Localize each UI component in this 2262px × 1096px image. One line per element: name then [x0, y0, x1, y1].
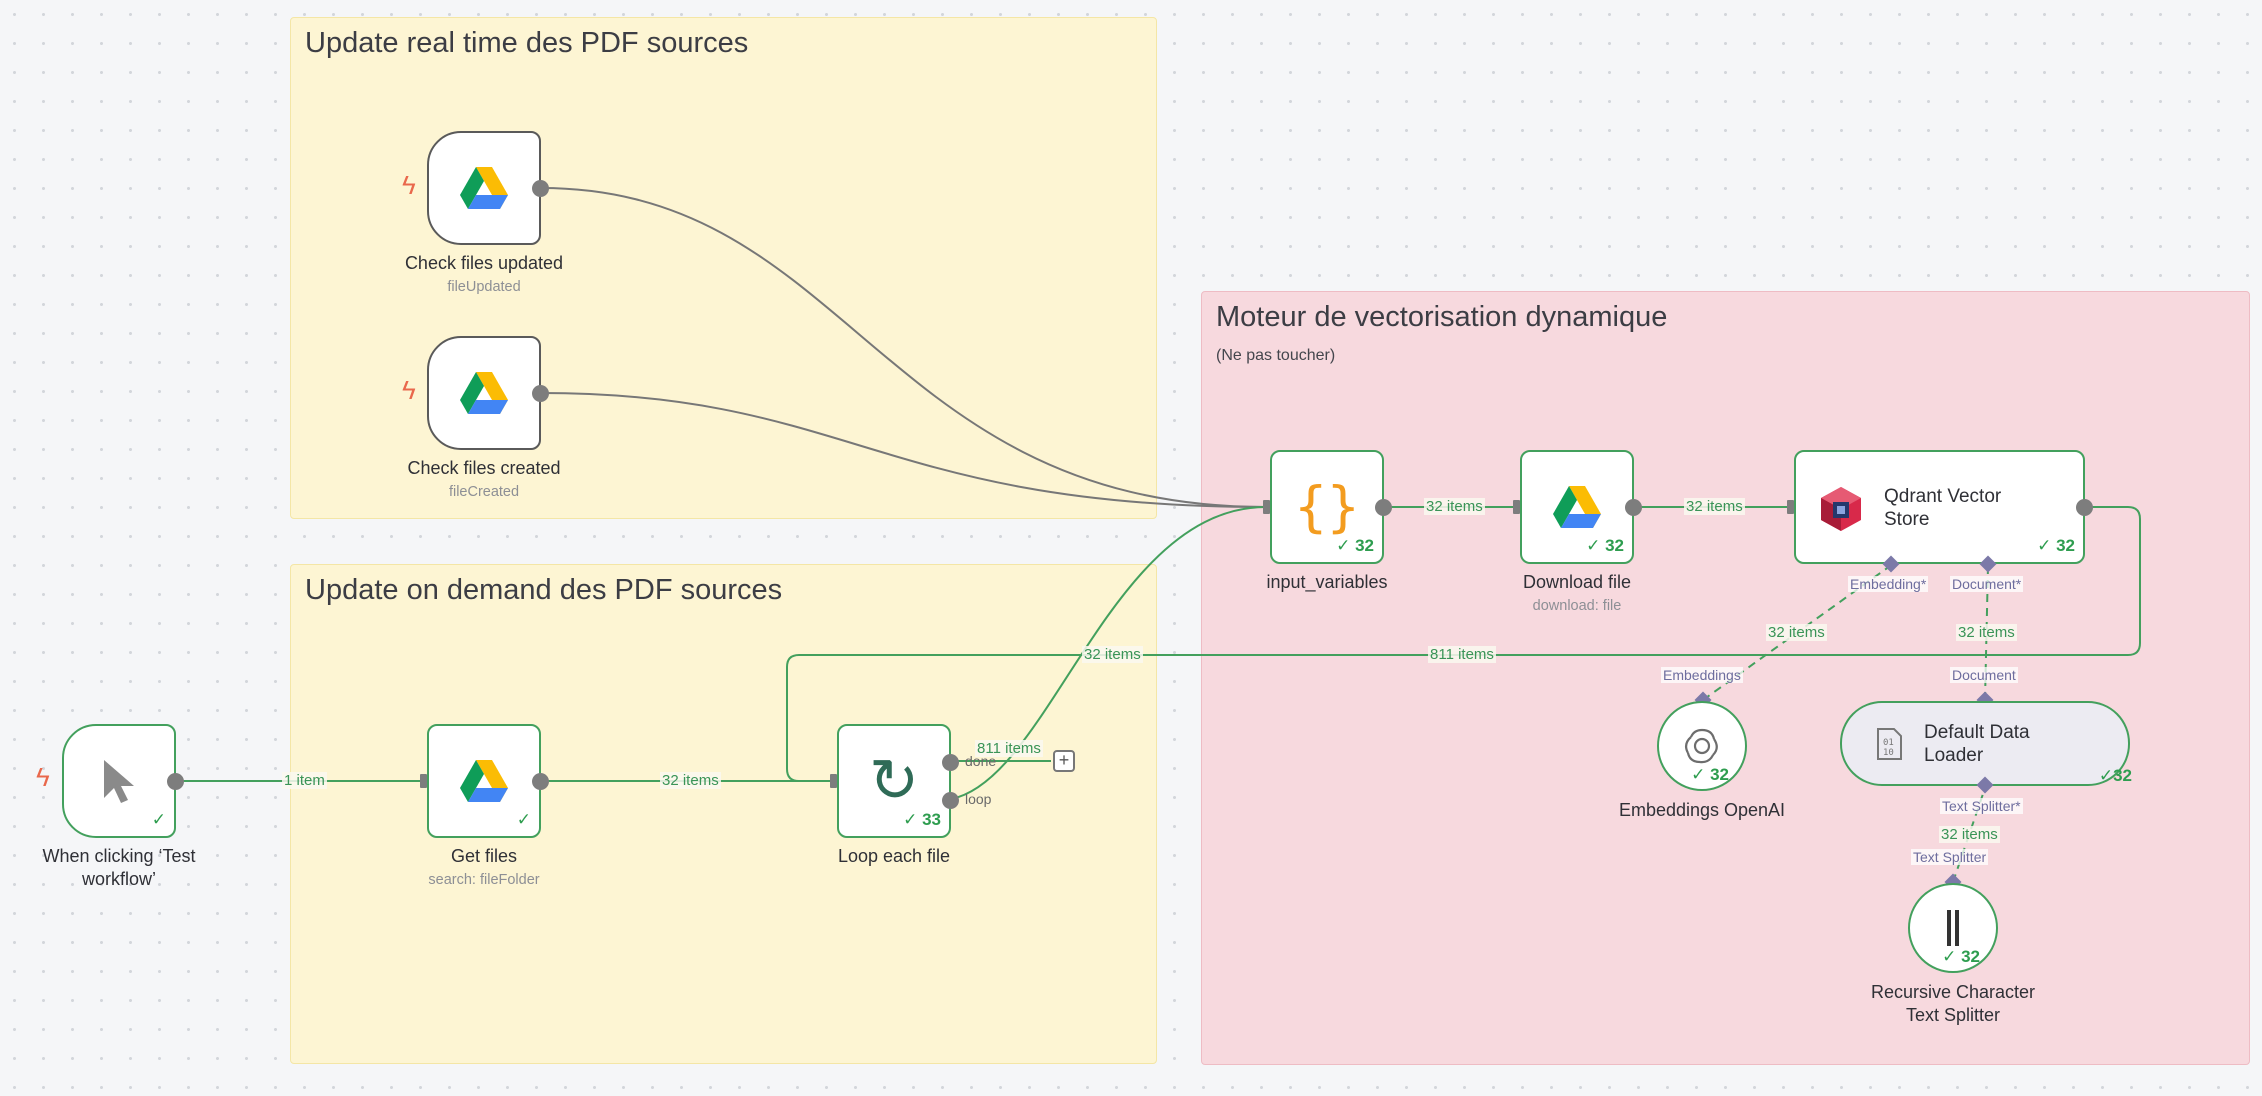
node-manual-trigger[interactable]: ✓: [62, 724, 184, 838]
success-check-icon: ✓ 32: [1942, 947, 1980, 966]
node-download-file[interactable]: ✓ 32: [1513, 450, 1642, 564]
edge-check-created-to-input: [540, 392, 1267, 508]
run-count: 32: [1355, 536, 1374, 555]
success-check-icon: ✓ 32: [1691, 765, 1729, 784]
success-check-icon: ✓ 32: [1336, 536, 1374, 555]
google-drive-icon: [460, 167, 508, 209]
port-label-embedding: Embedding*: [1848, 576, 1929, 592]
run-count: 32: [1605, 536, 1624, 555]
node-default-data-loader-label: Default Data Loader: [1924, 722, 2030, 766]
port-label-document: Document*: [1950, 576, 2024, 592]
success-check-icon: ✓32: [2098, 766, 2132, 785]
output-handle[interactable]: [532, 180, 549, 197]
node-manual-trigger-label: When clicking ‘Test workflow’: [42, 846, 196, 889]
edge-check-updated-to-input: [540, 187, 1267, 508]
output-label-loop: loop: [965, 791, 992, 807]
port-label-embeddings: Embeddings: [1661, 667, 1743, 683]
input-port[interactable]: [1787, 500, 1794, 514]
node-get-files[interactable]: ✓: [420, 724, 549, 838]
success-check-icon: ✓ 32: [2037, 536, 2075, 555]
node-qdrant-label: Qdrant Vector Store: [1884, 486, 2002, 530]
sticky-engine-subtitle: (Ne pas toucher): [1216, 347, 1336, 364]
output-handle[interactable]: [532, 773, 549, 790]
output-handle[interactable]: [167, 773, 184, 790]
node-embeddings-openai-label: Embeddings OpenAI: [1618, 800, 1786, 820]
output-handle[interactable]: [1375, 499, 1392, 516]
loop-output-handle[interactable]: [942, 792, 959, 809]
run-count: 32: [1710, 765, 1729, 784]
edge-label-splitter: 32 items: [1939, 826, 2000, 843]
input-port[interactable]: [1513, 500, 1520, 514]
input-port[interactable]: [420, 774, 427, 788]
svg-text:10: 10: [1883, 748, 1894, 758]
output-handle[interactable]: [1625, 499, 1642, 516]
node-get-files-sub: search: fileFolder: [428, 872, 540, 888]
node-check-files-created[interactable]: [427, 336, 549, 450]
input-port[interactable]: [830, 774, 837, 788]
qdrant-icon: [1820, 486, 1862, 537]
node-loop-each-file[interactable]: ↻ ✓ 33: [830, 724, 959, 838]
output-handle[interactable]: [2076, 499, 2093, 516]
edge-label-loader: 32 items: [1956, 624, 2017, 641]
cursor-icon: [102, 758, 136, 804]
node-check-files-updated[interactable]: [427, 131, 549, 245]
text-splitter-icon: [1943, 908, 1963, 948]
success-check-icon: ✓: [151, 810, 166, 829]
port-label-document-in: Document: [1950, 667, 2018, 683]
success-check-icon: ✓: [516, 810, 531, 829]
node-input-variables[interactable]: {} ✓ 32: [1263, 450, 1392, 564]
edge-loop-loop-to-input: [950, 506, 1267, 800]
trigger-bolt-icon: ϟ: [36, 762, 50, 792]
output-handle[interactable]: [532, 385, 549, 402]
run-count: 33: [922, 810, 941, 829]
add-node-button[interactable]: +: [1053, 750, 1075, 772]
port-label-text-splitter: Text Splitter: [1911, 849, 1989, 865]
node-download-file-sub: download: file: [1532, 598, 1622, 614]
edge-label-get-to-loop: 32 items: [660, 772, 721, 789]
node-recursive-text-splitter[interactable]: ✓ 32: [1908, 883, 1998, 973]
edge-label-embeddings: 32 items: [1766, 624, 1827, 641]
run-count: 32: [1961, 947, 1980, 966]
edge-label-trigger-to-get: 1 item: [282, 772, 327, 789]
node-download-file-label: Download file: [1522, 572, 1632, 592]
node-loop-each-file-label: Loop each file: [837, 846, 951, 866]
node-check-files-updated-sub: fileUpdated: [447, 279, 521, 295]
trigger-bolt-icon: ϟ: [402, 170, 416, 200]
success-check-icon: ✓ 32: [1586, 536, 1624, 555]
sticky-realtime-title: Update real time des PDF sources: [305, 27, 749, 59]
node-recursive-text-splitter-label: Recursive Character Text Splitter: [1870, 982, 2036, 1025]
edge-label-input-to-download: 32 items: [1424, 498, 1485, 515]
input-port[interactable]: [1263, 500, 1270, 514]
node-check-files-updated-label: Check files updated: [404, 253, 564, 273]
node-get-files-label: Get files: [450, 846, 518, 866]
node-embeddings-openai[interactable]: ✓ 32: [1657, 701, 1747, 791]
google-drive-icon: [460, 760, 508, 802]
google-drive-icon: [1553, 486, 1601, 528]
sticky-ondemand-title: Update on demand des PDF sources: [305, 574, 783, 606]
trigger-bolt-icon: ϟ: [402, 375, 416, 405]
node-check-files-created-label: Check files created: [407, 458, 561, 478]
sticky-engine-title: Moteur de vectorisation dynamique: [1216, 301, 1668, 333]
edge-label-download-to-qdrant: 32 items: [1684, 498, 1745, 515]
curly-braces-icon: {}: [1294, 475, 1360, 539]
openai-icon: [1682, 726, 1722, 766]
google-drive-icon: [460, 372, 508, 414]
edge-label-loop-to-input: 32 items: [1082, 646, 1143, 663]
done-output-handle[interactable]: [942, 754, 959, 771]
edge-label-loop-done: 811 items: [975, 740, 1043, 757]
success-check-icon: ✓ 33: [903, 810, 941, 829]
node-qdrant-vector-store[interactable]: Qdrant Vector Store ✓ 32: [1787, 450, 2093, 564]
port-label-text-splitter-in: Text Splitter*: [1940, 798, 2023, 814]
svg-text:01: 01: [1883, 738, 1894, 748]
run-count: 32: [2056, 536, 2075, 555]
node-check-files-created-sub: fileCreated: [448, 484, 520, 500]
run-count: 32: [2113, 766, 2132, 785]
edge-label-qdrant-back: 811 items: [1428, 646, 1496, 663]
sync-icon: ↻: [868, 747, 920, 814]
node-input-variables-label: input_variables: [1266, 572, 1388, 592]
output-label-done: done: [965, 753, 997, 769]
